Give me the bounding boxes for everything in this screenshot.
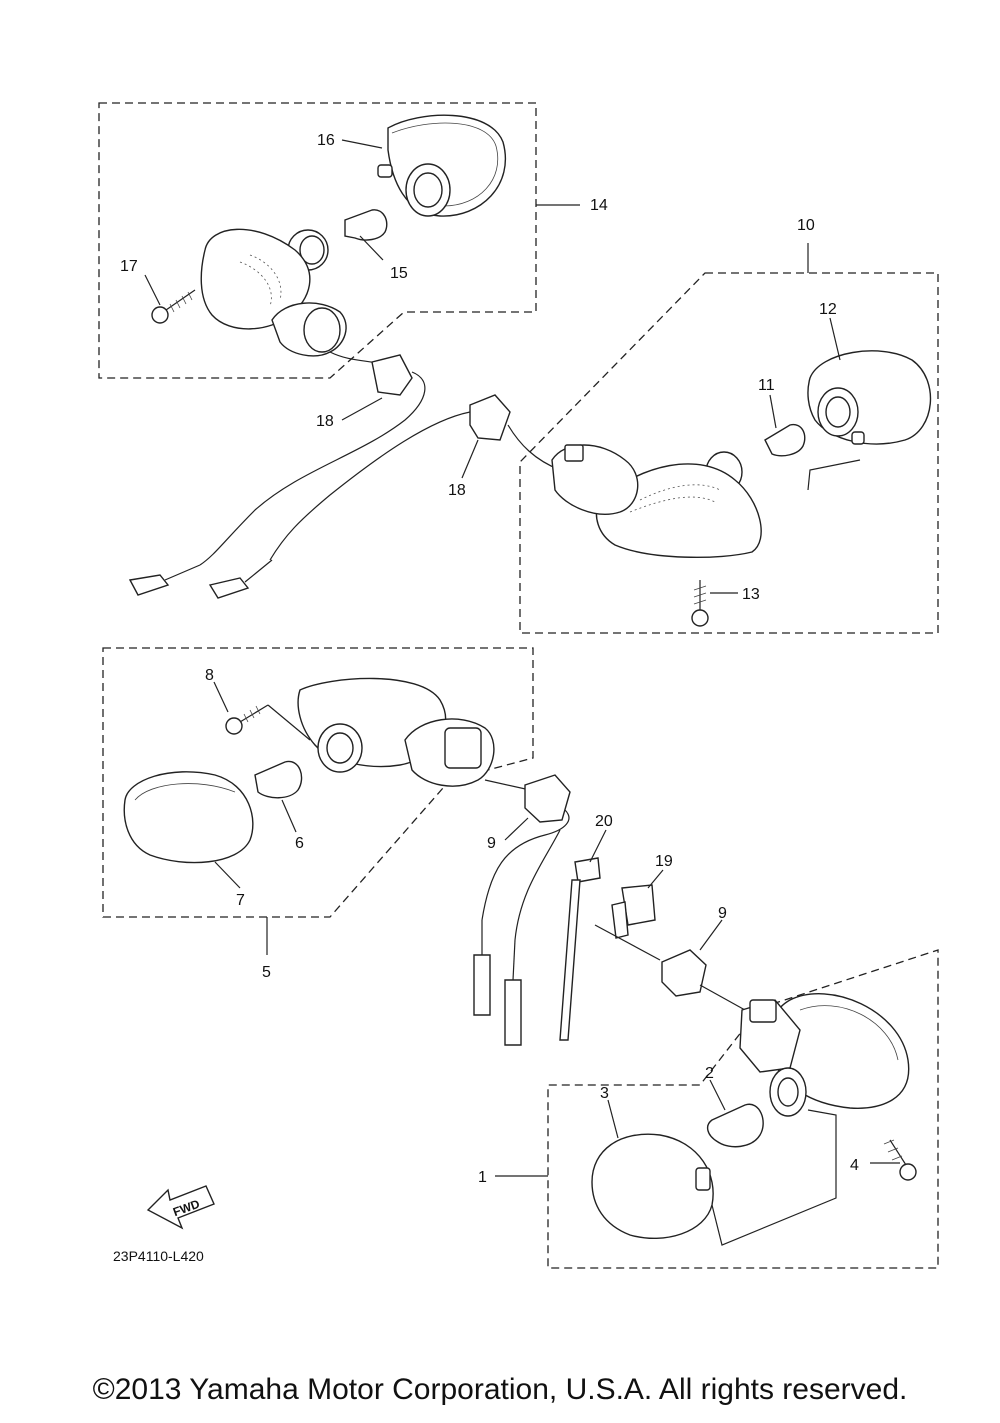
copyright-notice: ©2013 Yamaha Motor Corporation, U.S.A. A… (92, 1373, 908, 1406)
callout-3: 3 (600, 1085, 609, 1102)
callout-11: 11 (758, 377, 775, 394)
callout-2: 2 (705, 1065, 714, 1082)
callout-1: 1 (478, 1169, 487, 1186)
wiring-harness-18 (128, 351, 561, 599)
callout-13: 13 (742, 586, 760, 603)
cable-tie-20 (559, 857, 601, 1041)
callout-12: 12 (819, 301, 837, 318)
connector-9-upper (473, 774, 571, 1046)
callout-14: 14 (590, 197, 608, 214)
drawing-code: 23P4110-L420 (113, 1248, 204, 1264)
callout-20: 20 (595, 813, 613, 830)
leader-lines (144, 139, 841, 1139)
callout-4: 4 (850, 1157, 859, 1174)
callout-10: 10 (797, 217, 815, 234)
callout-16: 16 (317, 132, 335, 149)
callout-15: 15 (390, 265, 408, 282)
callout-5: 5 (262, 964, 271, 981)
assembly-group-1 (495, 949, 939, 1269)
callout-6: 6 (295, 835, 304, 852)
callout-9-upper: 9 (487, 835, 496, 852)
forward-arrow-icon: FWD (146, 1185, 215, 1230)
callout-17: 17 (120, 258, 138, 275)
callout-18-left: 18 (316, 413, 334, 430)
callout-9-lower: 9 (718, 905, 727, 922)
connector-9-lower (594, 924, 746, 1011)
callout-18-right: 18 (448, 482, 466, 499)
callout-8: 8 (205, 667, 214, 684)
clamp-19 (611, 884, 656, 939)
callout-labels: 1 2 3 4 5 6 7 8 9 9 10 11 12 13 14 15 16… (113, 132, 859, 1264)
callout-7: 7 (236, 892, 245, 909)
assembly-group-14 (98, 102, 537, 379)
callout-19: 19 (655, 853, 673, 870)
assembly-group-5 (102, 647, 534, 955)
assembly-group-10 (519, 243, 939, 634)
